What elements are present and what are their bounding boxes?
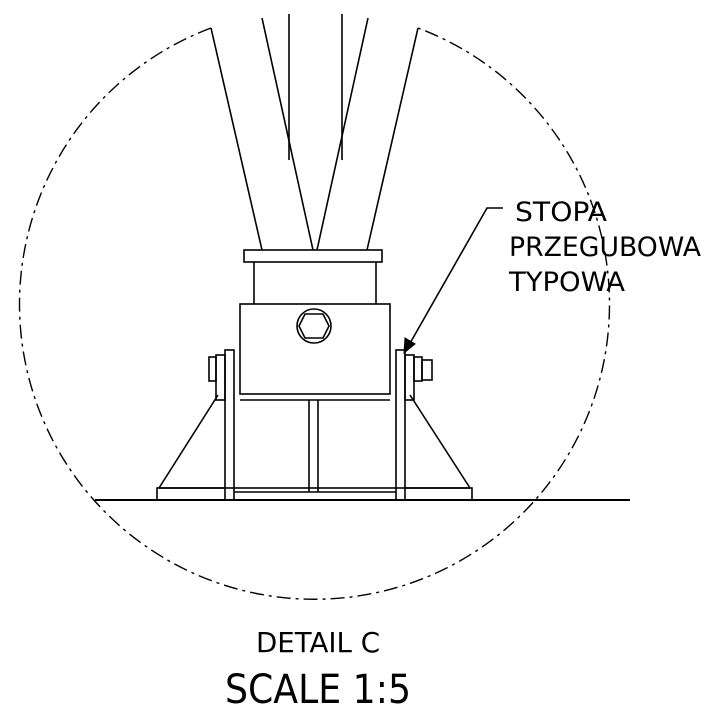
detail-caption: DETAIL C: [256, 626, 380, 659]
left-gusset: [158, 349, 235, 501]
scale-caption: SCALE 1:5: [225, 667, 411, 709]
base-plate: [156, 487, 473, 501]
pin-bolt-icon: [296, 308, 332, 344]
column-legs: [210, 14, 419, 251]
right-gusset: [395, 349, 471, 501]
hinge-block: [239, 303, 391, 395]
detail-boundary-circle: [18, 27, 611, 600]
cap-plate: [243, 249, 383, 263]
callout-line-2: PRZEGUBOWA: [509, 232, 702, 263]
callout-line-3: TYPOWA: [508, 267, 626, 298]
centre-web: [234, 400, 396, 493]
neck: [253, 262, 377, 304]
callout-line-1: STOPA: [515, 197, 608, 228]
leader-arrow: [403, 207, 503, 355]
